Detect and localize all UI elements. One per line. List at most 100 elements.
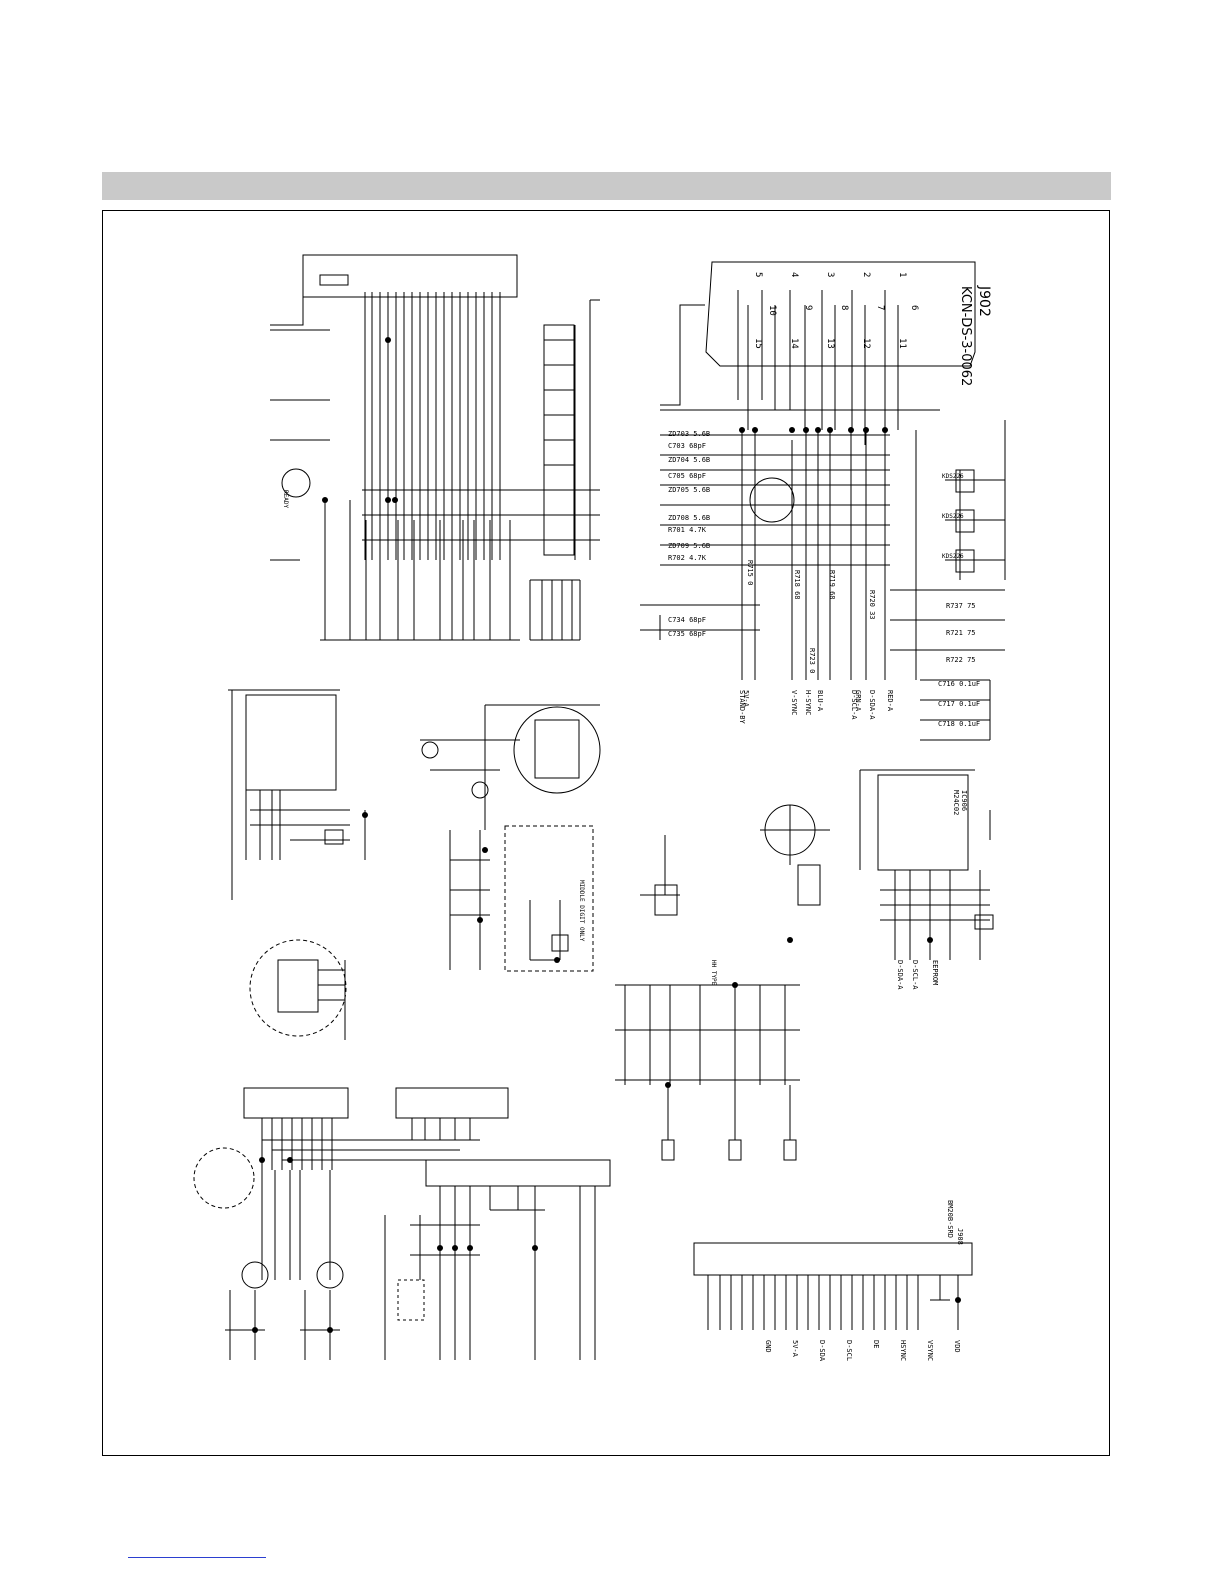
ic-eeprom-left [228, 689, 366, 900]
power-filter-section [615, 804, 830, 1161]
vga-pin-6: 6 [909, 305, 919, 310]
bottom-left-connectors [193, 1087, 509, 1280]
j908-part: BM20B-SRD [946, 1200, 954, 1238]
vga-resistor-label: R723 0 [808, 648, 816, 673]
vga-pin-11: 11 [897, 338, 907, 349]
j908-pin-label: VSYNC [926, 1340, 934, 1361]
j908-pin-label: 5V-A [791, 1340, 799, 1358]
psu-cap-label: C717 0.1uF [938, 700, 980, 708]
vga-pin-1: 1 [897, 272, 907, 277]
misc-labels: READY HH TYPE MIDDLE DIGIT ONLY [282, 490, 717, 986]
j908-ref: J908 [956, 1228, 964, 1245]
diode-label: KDS226 [942, 513, 964, 520]
j908-connector [693, 1242, 973, 1330]
j908-pin-label: HSYNC [899, 1340, 907, 1361]
eeprom-labels: IC906 M24C02 [952, 790, 968, 815]
eeprom-signal-label: EEPROM [931, 960, 939, 985]
vga-pin-3: 3 [825, 272, 835, 277]
eeprom-signal-label: D-SDA-A [896, 960, 904, 990]
vga-pin-14: 14 [789, 338, 799, 349]
vga-pin-10: 10 [767, 305, 777, 316]
eeprom-signal-label: D-SCL-A [911, 960, 919, 990]
vga-signal-label: 5V-A [742, 690, 750, 708]
vga-connector-ref: J902 [976, 285, 992, 317]
j908-labels: J908 BM20B-SRD [946, 1200, 964, 1245]
vga-resistor-label: R701 4.7K [668, 526, 707, 534]
vga-pin-4: 4 [789, 272, 799, 277]
vga-cap-label: C703 68pF [668, 442, 706, 450]
vga-pin-13: 13 [825, 338, 835, 349]
vga-signal-label: BLU-A [816, 690, 824, 712]
vga-signal-label: STAND-BY [738, 690, 746, 725]
vga-signal-label: GRN-A [854, 690, 862, 712]
vga-pin-2: 2 [861, 272, 871, 277]
eeprom-signal-labels: D-SDA-A D-SCL-A EEPROM [896, 960, 939, 990]
vga-zener-label: ZD705 5.6B [668, 486, 710, 494]
j908-pin-label: DE [872, 1340, 880, 1348]
vga-pin-8: 8 [839, 305, 849, 310]
resistor-column-left [270, 329, 581, 641]
misc-label: READY [282, 490, 289, 508]
vga-resistor-label: R719 68 [828, 570, 836, 600]
junction-dots [252, 337, 961, 1333]
vga-zener-label: ZD703 5.6B [668, 430, 710, 438]
vga-zener-label: ZD709 5.6B [668, 542, 710, 550]
vga-resistor-label: R715 0 [746, 560, 754, 585]
psu-cap-label: C716 0.1uF [938, 680, 980, 688]
vga-resistor-label: R721 75 [946, 629, 976, 637]
vga-pin-7: 7 [875, 305, 885, 310]
j908-pin-label: GND [764, 1340, 772, 1353]
vga-resistor-label: R702 4.7K [668, 554, 707, 562]
vga-connector-labels: J902 KCN-DS-3-0062 [958, 285, 992, 386]
vga-pin-5: 5 [753, 272, 763, 277]
vga-signal-lines [640, 420, 1006, 741]
vga-resistor-label: R720 33 [868, 590, 876, 620]
vga-signal-label: D-SCL-A [850, 690, 858, 720]
footer-rule [128, 1557, 266, 1558]
diode-label: KDS226 [942, 473, 964, 480]
eeprom-part: M24C02 [952, 790, 960, 815]
vga-resistor-label: R718 68 [793, 570, 801, 600]
j908-pin-label: D-SDA [818, 1340, 826, 1362]
vga-cap-label: C705 68pF [668, 472, 706, 480]
psu-cap-labels: C716 0.1uF C717 0.1uF C718 0.1uF [938, 680, 980, 728]
vga-signal-labels: RED-A GRN-A BLU-A H-SYNC V-SYNC D-SCL-A D-SDA-… [738, 690, 894, 725]
module-dashed-circle [249, 939, 347, 1040]
vga-pin-15: 15 [753, 338, 763, 349]
vga-resistor-labels: R737 75 R721 75 R722 75 R701 4.7K R702 4.7K R… [668, 526, 976, 673]
schematic-frame [102, 210, 1110, 1456]
section-title-bar [102, 172, 1111, 200]
vga-pin-9: 9 [803, 305, 813, 310]
diode-label: KDS226 [942, 553, 964, 560]
vga-connector-body [660, 261, 976, 445]
vga-zener-labels: ZD703 5.6B ZD704 5.6B ZD705 5.6B ZD708 5.6B… [668, 430, 710, 550]
psu-cap-label: C718 0.1uF [938, 720, 980, 728]
vga-cap-label: C735 68pF [668, 630, 706, 638]
vga-cap-label: C734 68pF [668, 616, 706, 624]
j906-connector [384, 1159, 611, 1360]
vga-zener-label: ZD704 5.6B [668, 456, 710, 464]
ic-eeprom-right [859, 769, 994, 960]
vga-zener-label: ZD708 5.6B [668, 514, 710, 522]
vga-signal-label: H-SYNC [804, 690, 812, 715]
vga-signal-label: RED-A [886, 690, 894, 712]
bottom-transistors [225, 1261, 344, 1360]
vga-resistor-label: R722 75 [946, 656, 976, 664]
connector-top-left [270, 254, 600, 560]
j908-pin-label: VDD [953, 1340, 961, 1353]
vga-cap-labels: C703 68pF C705 68pF C734 68pF C735 68pF [668, 442, 706, 638]
diode-array [543, 299, 600, 560]
vga-resistor-label: R737 75 [946, 602, 976, 610]
eeprom-ref: IC906 [960, 790, 968, 811]
vga-pin-12: 12 [861, 338, 871, 349]
misc-label: MIDDLE DIGIT ONLY [578, 880, 585, 942]
vga-signal-label: D-SDA-A [868, 690, 876, 720]
regulator-circle [420, 704, 601, 970]
j908-pin-label: D-SCL [845, 1340, 853, 1361]
misc-label: HH TYPE [710, 960, 717, 986]
j908-pin-labels: VDD VSYNC HSYNC DE D-SCL D-SDA 5V-A GND [764, 1340, 961, 1362]
vga-signal-label: V-SYNC [790, 690, 798, 715]
